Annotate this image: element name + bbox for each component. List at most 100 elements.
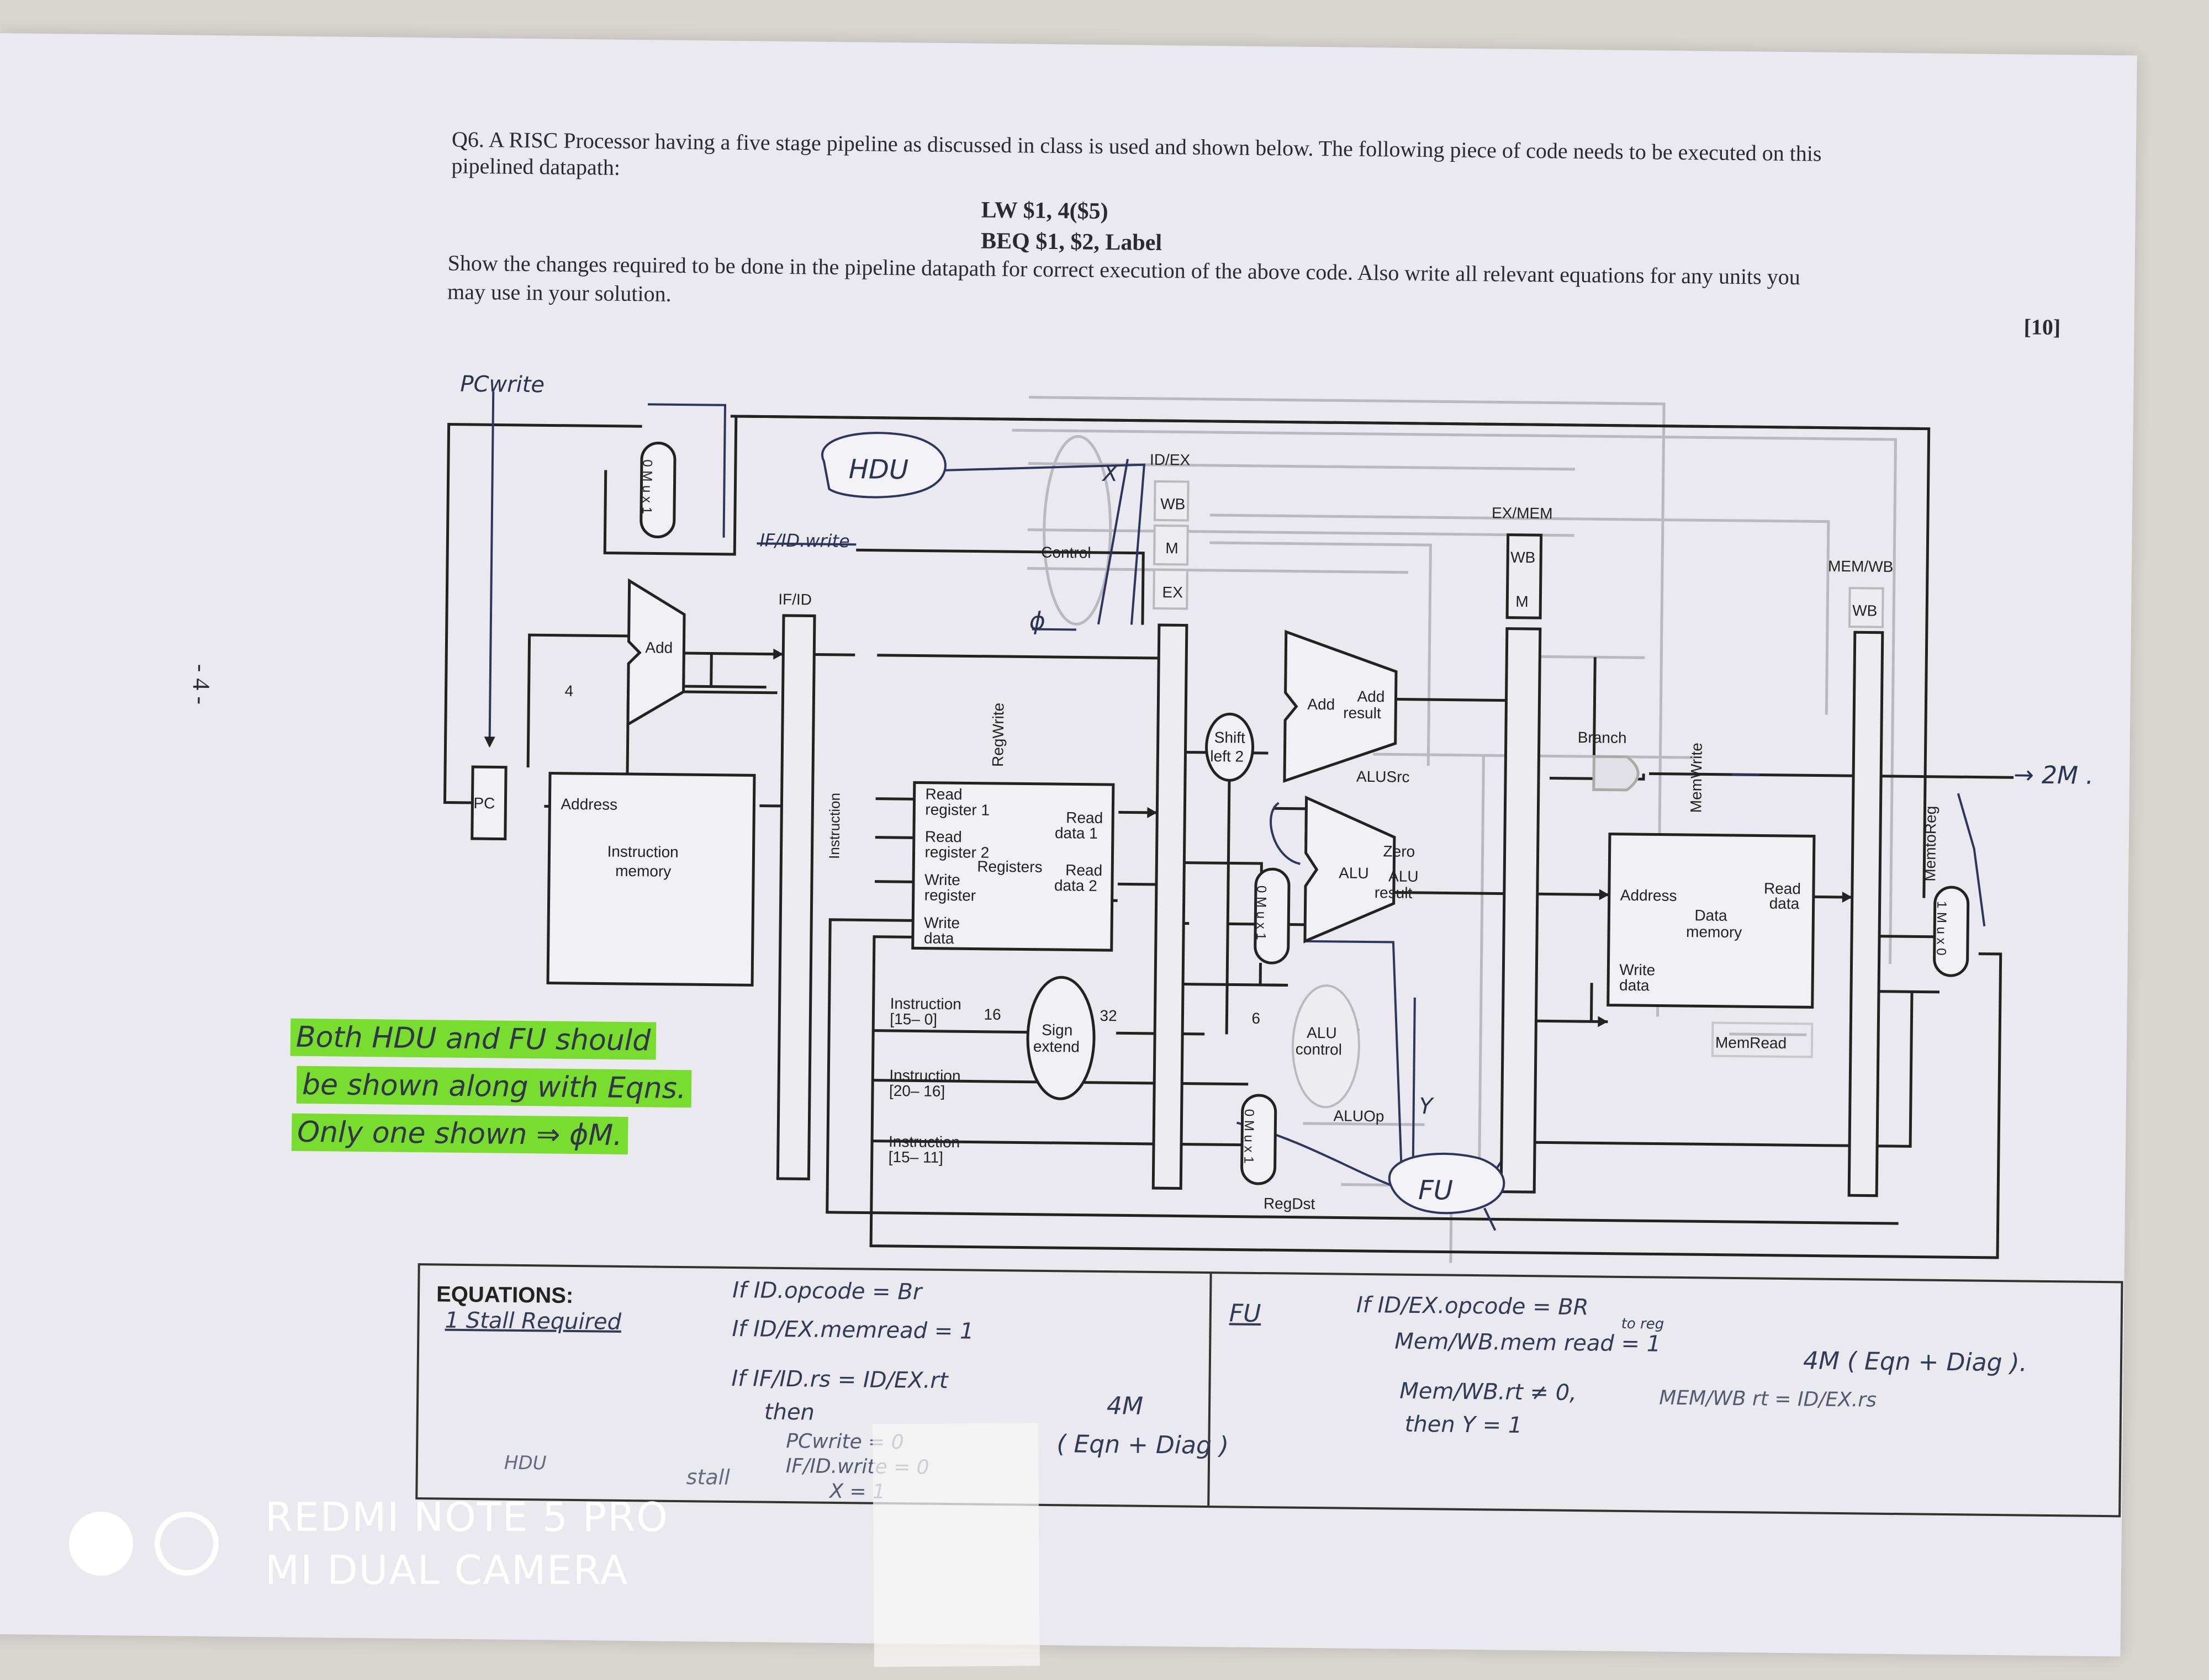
label-rd1-1: Read	[1066, 809, 1103, 826]
stall-required: 1 Stall Required	[445, 1307, 622, 1335]
label-branch-add: Add	[1307, 696, 1335, 713]
label-dmem-wd-2: data	[1619, 977, 1650, 994]
watermark-line-2: MI DUAL CAMERA	[265, 1547, 629, 1593]
label-hdu: HDU	[849, 454, 909, 485]
grading-note-line-2: be shown along with Eqns.	[296, 1066, 692, 1108]
fu-score: 4M ( Eqn + Diag ).	[1803, 1347, 2027, 1377]
branch-adder	[1283, 629, 1398, 783]
label-imem-address: Address	[561, 796, 617, 813]
label-id-ex: ID/EX	[1150, 451, 1191, 469]
exam-sheet: Q6. A RISC Processor having a five stage…	[0, 33, 2137, 1667]
label-rr1-2: register 1	[925, 801, 990, 819]
hdu-eq-4: then	[764, 1399, 815, 1425]
label-wd-2: data	[924, 930, 954, 947]
ex-mem-register	[1499, 627, 1542, 1194]
alu	[1303, 795, 1396, 944]
stall-word: stall	[686, 1465, 731, 1490]
fu-eq-4: then Y = 1	[1404, 1411, 1523, 1439]
label-alu-res-2: result	[1375, 884, 1413, 902]
label-aluctl-2: control	[1296, 1041, 1342, 1058]
register-file	[911, 781, 1115, 952]
label-inst-15-11-2: [15– 11]	[889, 1148, 943, 1166]
label-imem-1: Instruction	[607, 843, 678, 861]
watermark-dot-filled	[69, 1512, 133, 1576]
hdu-unit	[821, 432, 947, 499]
label-y: Y	[1419, 1094, 1435, 1119]
label-dmem-2: memory	[1686, 923, 1742, 941]
mem-wb-register	[1847, 630, 1884, 1197]
mux-pc-top	[640, 442, 677, 539]
label-thirtytwo: 32	[1100, 1007, 1117, 1024]
camera-watermark: REDMI NOTE 5 PRO MI DUAL CAMERA	[265, 1491, 669, 1597]
tape-strip	[872, 1423, 1040, 1667]
label-sixteen: 16	[984, 1006, 1001, 1023]
label-alu-res-1: ALU	[1388, 867, 1419, 885]
label-regdst: RegDst	[1264, 1195, 1315, 1212]
fu-eq-3b: MEM/WB rt = ID/EX.rs	[1659, 1386, 1877, 1412]
label-rd1-2: data 1	[1055, 824, 1098, 842]
hdu-eq-2: If ID/EX.memread = 1	[732, 1316, 974, 1344]
fu-eq-2: Mem/WB.mem read = 1	[1394, 1328, 1661, 1357]
branch-and-gate	[1592, 755, 1640, 792]
label-ex-mem: EX/MEM	[1492, 504, 1553, 522]
id-ex-register	[1151, 623, 1188, 1190]
label-inst-20-16-2: [20– 16]	[889, 1082, 945, 1100]
label-add: Add	[645, 639, 673, 656]
grading-note: Both HDU and FU should be shown along wi…	[289, 1014, 693, 1160]
label-sign-2: extend	[1033, 1038, 1080, 1056]
mux-alusrc-label: 0 M u x 1	[1253, 886, 1269, 940]
label-dmem-wd-1: Write	[1619, 961, 1655, 979]
sign-extend	[1026, 976, 1096, 1100]
label-alusrc: ALUSrc	[1356, 768, 1410, 786]
label-sign-1: Sign	[1042, 1021, 1072, 1039]
grading-note-line-1: Both HDU and FU should	[290, 1018, 657, 1060]
label-rd2-1: Read	[1065, 861, 1102, 879]
grading-note-line-3: Only one shown ⇒ ϕM.	[291, 1113, 628, 1155]
label-rd2-2: data 2	[1054, 877, 1097, 894]
label-aluctl-1: ALU	[1307, 1024, 1337, 1042]
pc-box	[471, 765, 508, 841]
hdu-eq-1: If ID.opcode = Br	[732, 1278, 922, 1305]
label-rr2-2: register 2	[924, 844, 989, 861]
mux-pc-label: 0 M u x 1	[639, 459, 654, 514]
equations-title: EQUATIONS:	[436, 1282, 574, 1308]
label-control: Control	[1041, 544, 1091, 561]
if-id-register	[776, 614, 816, 1180]
label-registers: Registers	[977, 858, 1043, 876]
label-pc: PC	[473, 794, 495, 812]
label-branch: Branch	[1578, 729, 1627, 746]
label-imem-2: memory	[615, 862, 671, 880]
label-wb-2: WB	[1510, 549, 1535, 566]
hdu-side-label: HDU	[504, 1451, 547, 1475]
label-six: 6	[1251, 1010, 1260, 1027]
fu-eq-2a: to reg	[1621, 1315, 1664, 1333]
label-memwrite: MemWrite	[1687, 743, 1705, 813]
watermark-dot-outline	[155, 1512, 219, 1576]
label-zero: Zero	[1383, 842, 1415, 860]
shift-left-2	[1205, 712, 1255, 782]
label-wd-1: Write	[924, 914, 960, 932]
fu-eq-3: Mem/WB.rt ≠ 0,	[1399, 1378, 1577, 1406]
label-shift-2: left 2	[1210, 748, 1244, 765]
hdu-eq-3: If IF/ID.rs = ID/EX.rt	[731, 1366, 948, 1394]
fu-eq-1: If ID/EX.opcode = BR	[1356, 1292, 1589, 1321]
mux-wb-label: 1 M u x 0	[1933, 901, 1949, 956]
label-dmem-rd-2: data	[1769, 895, 1800, 913]
mux-wb	[1933, 886, 1970, 977]
label-two-m: → 2M .	[2014, 761, 2094, 790]
label-add-result-2: result	[1343, 704, 1381, 722]
label-mem-wb: MEM/WB	[1828, 558, 1894, 575]
label-m: M	[1165, 539, 1179, 557]
mux-regdst-label: 0 M u x 1	[1241, 1109, 1256, 1164]
label-phi: ϕ	[1029, 607, 1046, 635]
label-dmem-address: Address	[1620, 887, 1677, 904]
hdu-score-2: ( Eqn + Diag )	[1056, 1430, 1229, 1460]
label-instruction: Instruction	[826, 793, 843, 859]
label-ifid-write: IF/ID.write	[759, 529, 850, 552]
mux-alu-src	[1254, 867, 1291, 964]
label-wb: WB	[1160, 495, 1185, 512]
label-aluop: ALUOp	[1333, 1107, 1384, 1125]
label-alu: ALU	[1339, 864, 1369, 882]
alu-control	[1291, 984, 1360, 1109]
fu-side-label: FU	[1229, 1299, 1261, 1328]
